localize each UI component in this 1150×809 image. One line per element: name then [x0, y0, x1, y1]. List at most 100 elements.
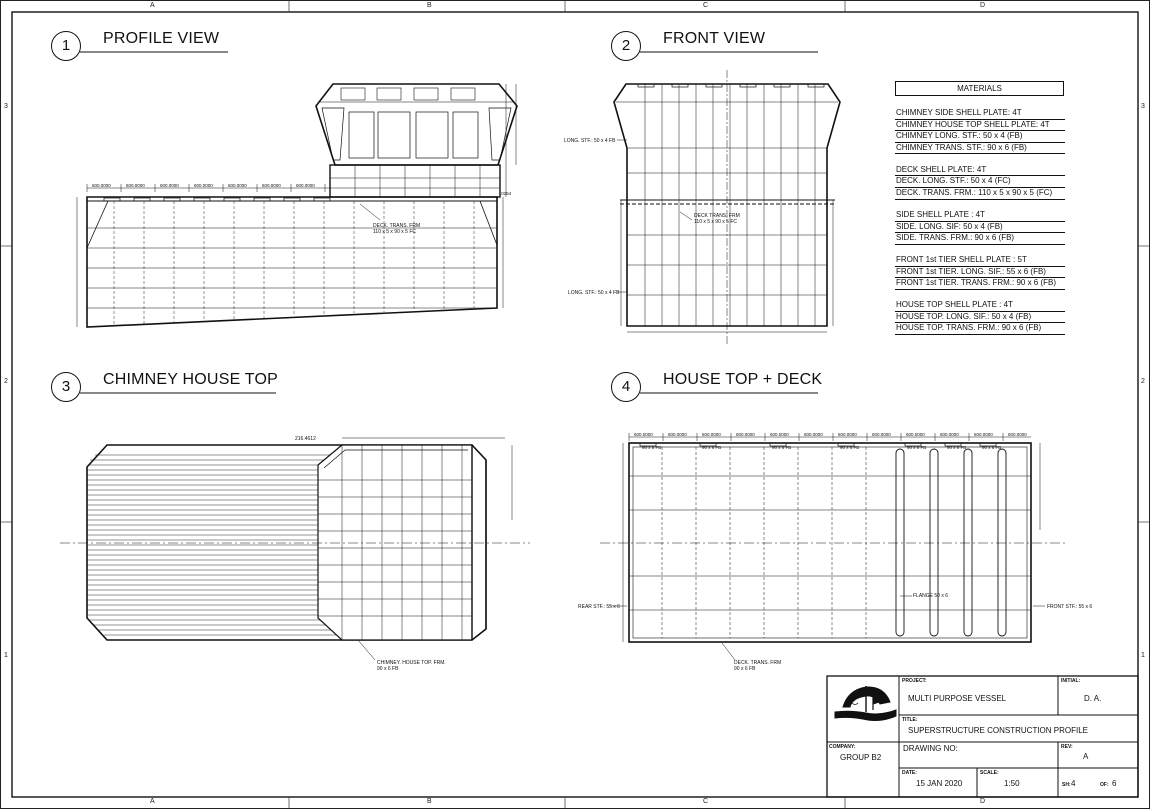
zone-col-c-bottom: C [703, 798, 709, 805]
note-front-deck-frm-line2: 110 x 5 x 90 x 5 FC [694, 219, 737, 225]
svg-text:600.0000: 600.0000 [668, 432, 687, 437]
scale-label: SCALE: [980, 770, 999, 776]
scale-value: 1:50 [1004, 779, 1020, 788]
note-front-deck-frm: DECK TRANS. FRM 110 x 5 x 90 x 5 FC [694, 213, 740, 225]
view-title-front: FRONT VIEW [663, 30, 766, 47]
view-title-leaders [80, 51, 818, 394]
svg-text:600.0000: 600.0000 [906, 432, 925, 437]
zone-col-c-top: C [703, 2, 709, 9]
material-item: HOUSE TOP SHELL PLATE : 4T [895, 300, 1065, 312]
zone-col-a-top: A [150, 2, 155, 9]
material-item: SIDE. LONG. SIF: 50 x 4 (FB) [895, 222, 1065, 234]
view-number-3: 3 [51, 372, 81, 402]
material-item: FRONT 1st TIER SHELL PLATE : 5T [895, 255, 1065, 267]
note-house-rear-stf: REAR STF.: 55 x 6 [578, 604, 620, 610]
note-house-deck-frm: DECK. TRANS. FRM 90 x 6 FB [734, 660, 781, 672]
zone-col-b-top: B [427, 2, 432, 9]
zone-row-1-right: 1 [1141, 652, 1145, 659]
view-number-2: 2 [611, 31, 641, 61]
of-value: 6 [1112, 779, 1117, 788]
svg-text:90 x 6 FB: 90 x 6 FB [772, 445, 791, 450]
svg-text:600.0000: 600.0000 [262, 183, 281, 188]
initial-label: INITIAL: [1061, 678, 1081, 684]
material-item: SIDE. TRANS. FRM.: 90 x 6 (FB) [895, 233, 1065, 245]
note-profile-deck-frm: DECK. TRANS. FRM 110 x 5 x 90 x 5 FC [373, 223, 420, 235]
svg-text:90 x 6 FB: 90 x 6 FB [947, 445, 966, 450]
material-item: DECK. LONG. STF.: 50 x 4 (FC) [895, 176, 1065, 188]
svg-text:600.0000: 600.0000 [160, 183, 179, 188]
svg-text:90 x 6 FB: 90 x 6 FB [907, 445, 926, 450]
material-item: HOUSE TOP. TRANS. FRM.: 90 x 6 (FB) [895, 323, 1065, 336]
svg-text:90 x 6 FB: 90 x 6 FB [982, 445, 1001, 450]
svg-text:90 x 6 FB: 90 x 6 FB [642, 445, 661, 450]
material-group-gap [895, 154, 1065, 164]
view-title-house-top-deck: HOUSE TOP + DECK [663, 371, 823, 388]
svg-text:600.0000: 600.0000 [838, 432, 857, 437]
view-number-4: 4 [611, 372, 641, 402]
note-front-deck-frm-line1: DECK TRANS. FRM [694, 213, 740, 219]
material-group-gap [895, 200, 1065, 210]
sheet-label: SH: [1062, 782, 1071, 788]
material-item: DECK. TRANS. FRM.: 110 x 5 x 90 x 5 (FC) [895, 188, 1065, 200]
svg-text:600.0000: 600.0000 [974, 432, 993, 437]
company-logo [834, 686, 897, 721]
title-value: SUPERSTRUCTURE CONSTRUCTION PROFILE [908, 726, 1089, 735]
note-chimney-top-frm: CHIMNEY. HOUSE TOP. FRM. 90 x 6 FB [377, 660, 446, 672]
zone-col-b-bottom: B [427, 798, 432, 805]
title-block-frame [826, 675, 1139, 798]
front-view-drawing [613, 70, 841, 345]
svg-text:90 x 6 FB: 90 x 6 FB [702, 445, 721, 450]
title-label: TITLE: [902, 717, 918, 723]
zone-row-3-left: 3 [4, 103, 8, 110]
zone-row-2-right: 2 [1141, 378, 1145, 385]
note-profile-deck-frm-line1: DECK. TRANS. FRM [373, 223, 421, 229]
note-profile-deck-frm-line2: 110 x 5 x 90 x 5 FC [373, 229, 416, 235]
project-value: MULTI PURPOSE VESSEL [908, 694, 1007, 703]
svg-text:600.0000: 600.0000 [770, 432, 789, 437]
material-item: FRONT 1st TIER. TRANS. FRM.: 90 x 6 (FB) [895, 278, 1065, 290]
material-item: CHIMNEY LONG. STF.: 50 x 4 (FB) [895, 131, 1065, 143]
svg-text:600.0000: 600.0000 [872, 432, 891, 437]
rev-value: A [1083, 752, 1089, 761]
svg-text:600.0000: 600.0000 [1008, 432, 1027, 437]
initial-value: D. A. [1084, 694, 1102, 703]
svg-text:600.0000: 600.0000 [940, 432, 959, 437]
note-chimney-top-dim: 216.4612 [295, 436, 316, 442]
svg-text:90 x 6 FB: 90 x 6 FB [840, 445, 859, 450]
material-group-gap [895, 245, 1065, 255]
zone-row-1-left: 1 [4, 652, 8, 659]
svg-text:600.0000: 600.0000 [702, 432, 721, 437]
view-number-1: 1 [51, 31, 81, 61]
note-house-front-stf: FRONT STF.: 55 x 6 [1047, 604, 1093, 610]
material-item: HOUSE TOP. LONG. SIF.: 50 x 4 (FB) [895, 312, 1065, 324]
note-chimney-top-frm-line2: 90 x 6 FB [377, 666, 399, 672]
of-label: OF: [1100, 782, 1109, 788]
hatch-lines [87, 454, 337, 636]
note-house-deck-frm-line2: 90 x 6 FB [734, 666, 756, 672]
date-value: 15 JAN 2020 [916, 779, 963, 788]
zone-row-3-right: 3 [1141, 103, 1145, 110]
note-front-long-stf-top: LONG. STF.: 50 x 4 FB [564, 138, 616, 144]
material-item: DECK SHELL PLATE: 4T [895, 165, 1065, 177]
house-dimension-labels: 600.0000 600.0000 600.0000 600.0000 600.00… [634, 432, 1027, 450]
materials-heading: MATERIALS [895, 81, 1064, 96]
company-value: GROUP B2 [840, 753, 882, 762]
material-item: CHIMNEY SIDE SHELL PLATE: 4T [895, 108, 1065, 120]
company-label: COMPANY: [829, 744, 856, 750]
inner-border [11, 11, 1139, 798]
zone-col-d-top: D [980, 2, 986, 9]
zone-col-d-bottom: D [980, 798, 986, 805]
note-house-deck-frm-line1: DECK. TRANS. FRM [734, 660, 782, 666]
view-title-chimney-house-top: CHIMNEY HOUSE TOP [103, 371, 278, 388]
drawing-no-label: DRAWING NO: [903, 744, 958, 753]
profile-view-drawing [76, 83, 518, 328]
zone-row-2-left: 2 [4, 378, 8, 385]
svg-text:600.0000: 600.0000 [92, 183, 111, 188]
date-label: DATE: [902, 770, 917, 776]
rev-label: REV: [1061, 744, 1073, 750]
svg-text:.0254: .0254 [500, 191, 512, 196]
view-title-profile: PROFILE VIEW [103, 30, 220, 47]
materials-list: CHIMNEY SIDE SHELL PLATE: 4T CHIMNEY HOU… [895, 108, 1065, 336]
